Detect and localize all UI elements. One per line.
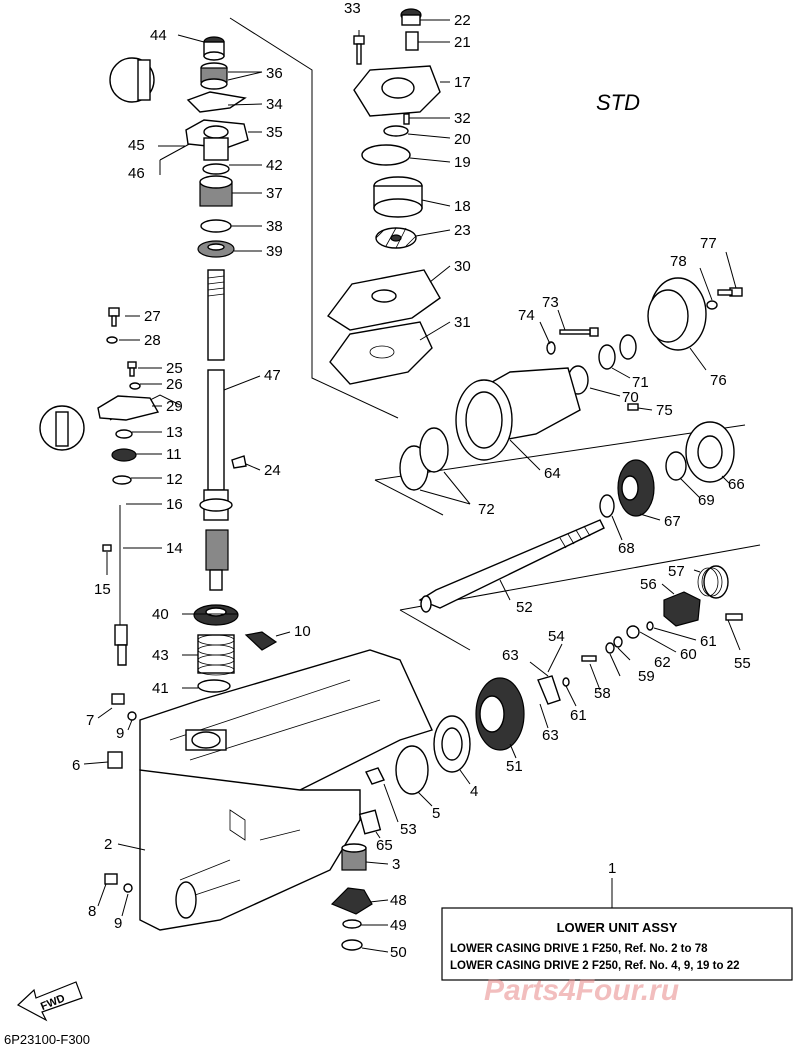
callout-12: 12	[166, 471, 183, 488]
callout-7: 7	[86, 712, 94, 729]
callout-50: 50	[390, 944, 407, 961]
callout-5: 5	[432, 805, 440, 822]
callout-40: 40	[152, 606, 169, 623]
callout-76: 76	[710, 372, 727, 389]
callout-29: 29	[166, 398, 183, 415]
callout-6: 6	[72, 757, 80, 774]
callout-17: 17	[454, 74, 471, 91]
callout-41: 41	[152, 680, 169, 697]
callout-75: 75	[656, 402, 673, 419]
callout-52: 52	[516, 599, 533, 616]
info-box-title: LOWER UNIT ASSY	[557, 920, 678, 935]
fwd-arrow: FWD	[16, 981, 83, 1022]
callout-44: 44	[150, 27, 167, 44]
callout-9a: 9	[116, 725, 124, 742]
callout-78: 78	[670, 253, 687, 270]
callout-14: 14	[166, 540, 183, 557]
leader-lines	[83, 19, 741, 953]
callout-53: 53	[400, 821, 417, 838]
callout-9b: 9	[114, 915, 122, 932]
callout-49: 49	[390, 917, 407, 934]
callout-33: 33	[344, 0, 361, 17]
callout-2: 2	[104, 836, 112, 853]
info-box: LOWER UNIT ASSY LOWER CASING DRIVE 1 F25…	[441, 907, 793, 981]
callout-34: 34	[266, 96, 283, 113]
callout-22: 22	[454, 12, 471, 29]
diagram-code: 6P23100-F300	[4, 1032, 90, 1047]
callout-69: 69	[698, 492, 715, 509]
callout-77: 77	[700, 235, 717, 252]
callout-11: 11	[166, 446, 182, 463]
lower-casing	[104, 649, 433, 951]
callout-51: 51	[506, 758, 523, 775]
callout-61b: 61	[570, 707, 587, 724]
watermark: Parts4Four.ru	[484, 974, 679, 1007]
drive-shaft-stack	[185, 36, 278, 693]
callout-13: 13	[166, 424, 183, 441]
callout-47: 47	[264, 367, 281, 384]
callout-63a: 63	[502, 647, 519, 664]
callout-39: 39	[266, 243, 283, 260]
callout-71: 71	[632, 374, 649, 391]
callout-3: 3	[392, 856, 400, 873]
callout-58: 58	[594, 685, 611, 702]
callout-28: 28	[144, 332, 161, 349]
callout-36: 36	[266, 65, 283, 82]
callout-20: 20	[454, 131, 471, 148]
callout-73: 73	[542, 294, 559, 311]
callout-26: 26	[166, 376, 183, 393]
callout-37: 37	[266, 185, 283, 202]
callout-61a: 61	[700, 633, 717, 650]
callout-21: 21	[454, 34, 471, 51]
callout-25: 25	[166, 360, 183, 377]
std-label: STD	[596, 90, 640, 115]
callout-43: 43	[152, 647, 169, 664]
callout-54: 54	[548, 628, 565, 645]
callout-19: 19	[454, 154, 471, 171]
callout-27: 27	[144, 308, 161, 325]
callout-63b: 63	[542, 727, 559, 744]
callout-45: 45	[128, 137, 145, 154]
callout-8: 8	[88, 903, 96, 920]
callout-57: 57	[668, 563, 685, 580]
callout-46: 46	[128, 165, 145, 182]
callout-62: 62	[654, 654, 671, 671]
callout-68: 68	[618, 540, 635, 557]
callout-55: 55	[734, 655, 751, 672]
callout-38: 38	[266, 218, 283, 235]
callout-42: 42	[266, 157, 283, 174]
callout-56: 56	[640, 576, 657, 593]
shift-rod-group	[39, 57, 160, 666]
callout-48: 48	[390, 892, 407, 909]
callout-15: 15	[94, 581, 111, 598]
callout-1: 1	[608, 860, 616, 877]
callout-59a: 59	[638, 668, 655, 685]
propeller-shaft-housing-group	[395, 277, 743, 795]
water-pump-group	[326, 8, 441, 385]
callout-numbers: 44 36 34 35 45 46 42 37 38 39 27 28 25 2…	[72, 0, 751, 961]
callout-30: 30	[454, 258, 471, 275]
callout-70: 70	[622, 389, 639, 406]
callout-66: 66	[728, 476, 745, 493]
callout-24: 24	[264, 462, 281, 479]
callout-32: 32	[454, 110, 471, 127]
info-box-line-2: LOWER CASING DRIVE 2 F250, Ref. No. 4, 9…	[450, 960, 740, 972]
callout-31: 31	[454, 314, 471, 331]
callout-18: 18	[454, 198, 471, 215]
callout-23: 23	[454, 222, 471, 239]
callout-60: 60	[680, 646, 697, 663]
info-box-line-1: LOWER CASING DRIVE 1 F250, Ref. No. 2 to…	[450, 943, 708, 955]
callout-16: 16	[166, 496, 183, 513]
callout-4: 4	[470, 783, 478, 800]
callout-64: 64	[544, 465, 561, 482]
callout-74: 74	[518, 307, 535, 324]
callout-35: 35	[266, 124, 283, 141]
callout-10: 10	[294, 623, 311, 640]
callout-67: 67	[664, 513, 681, 530]
callout-65: 65	[376, 837, 393, 854]
callout-72: 72	[478, 501, 495, 518]
